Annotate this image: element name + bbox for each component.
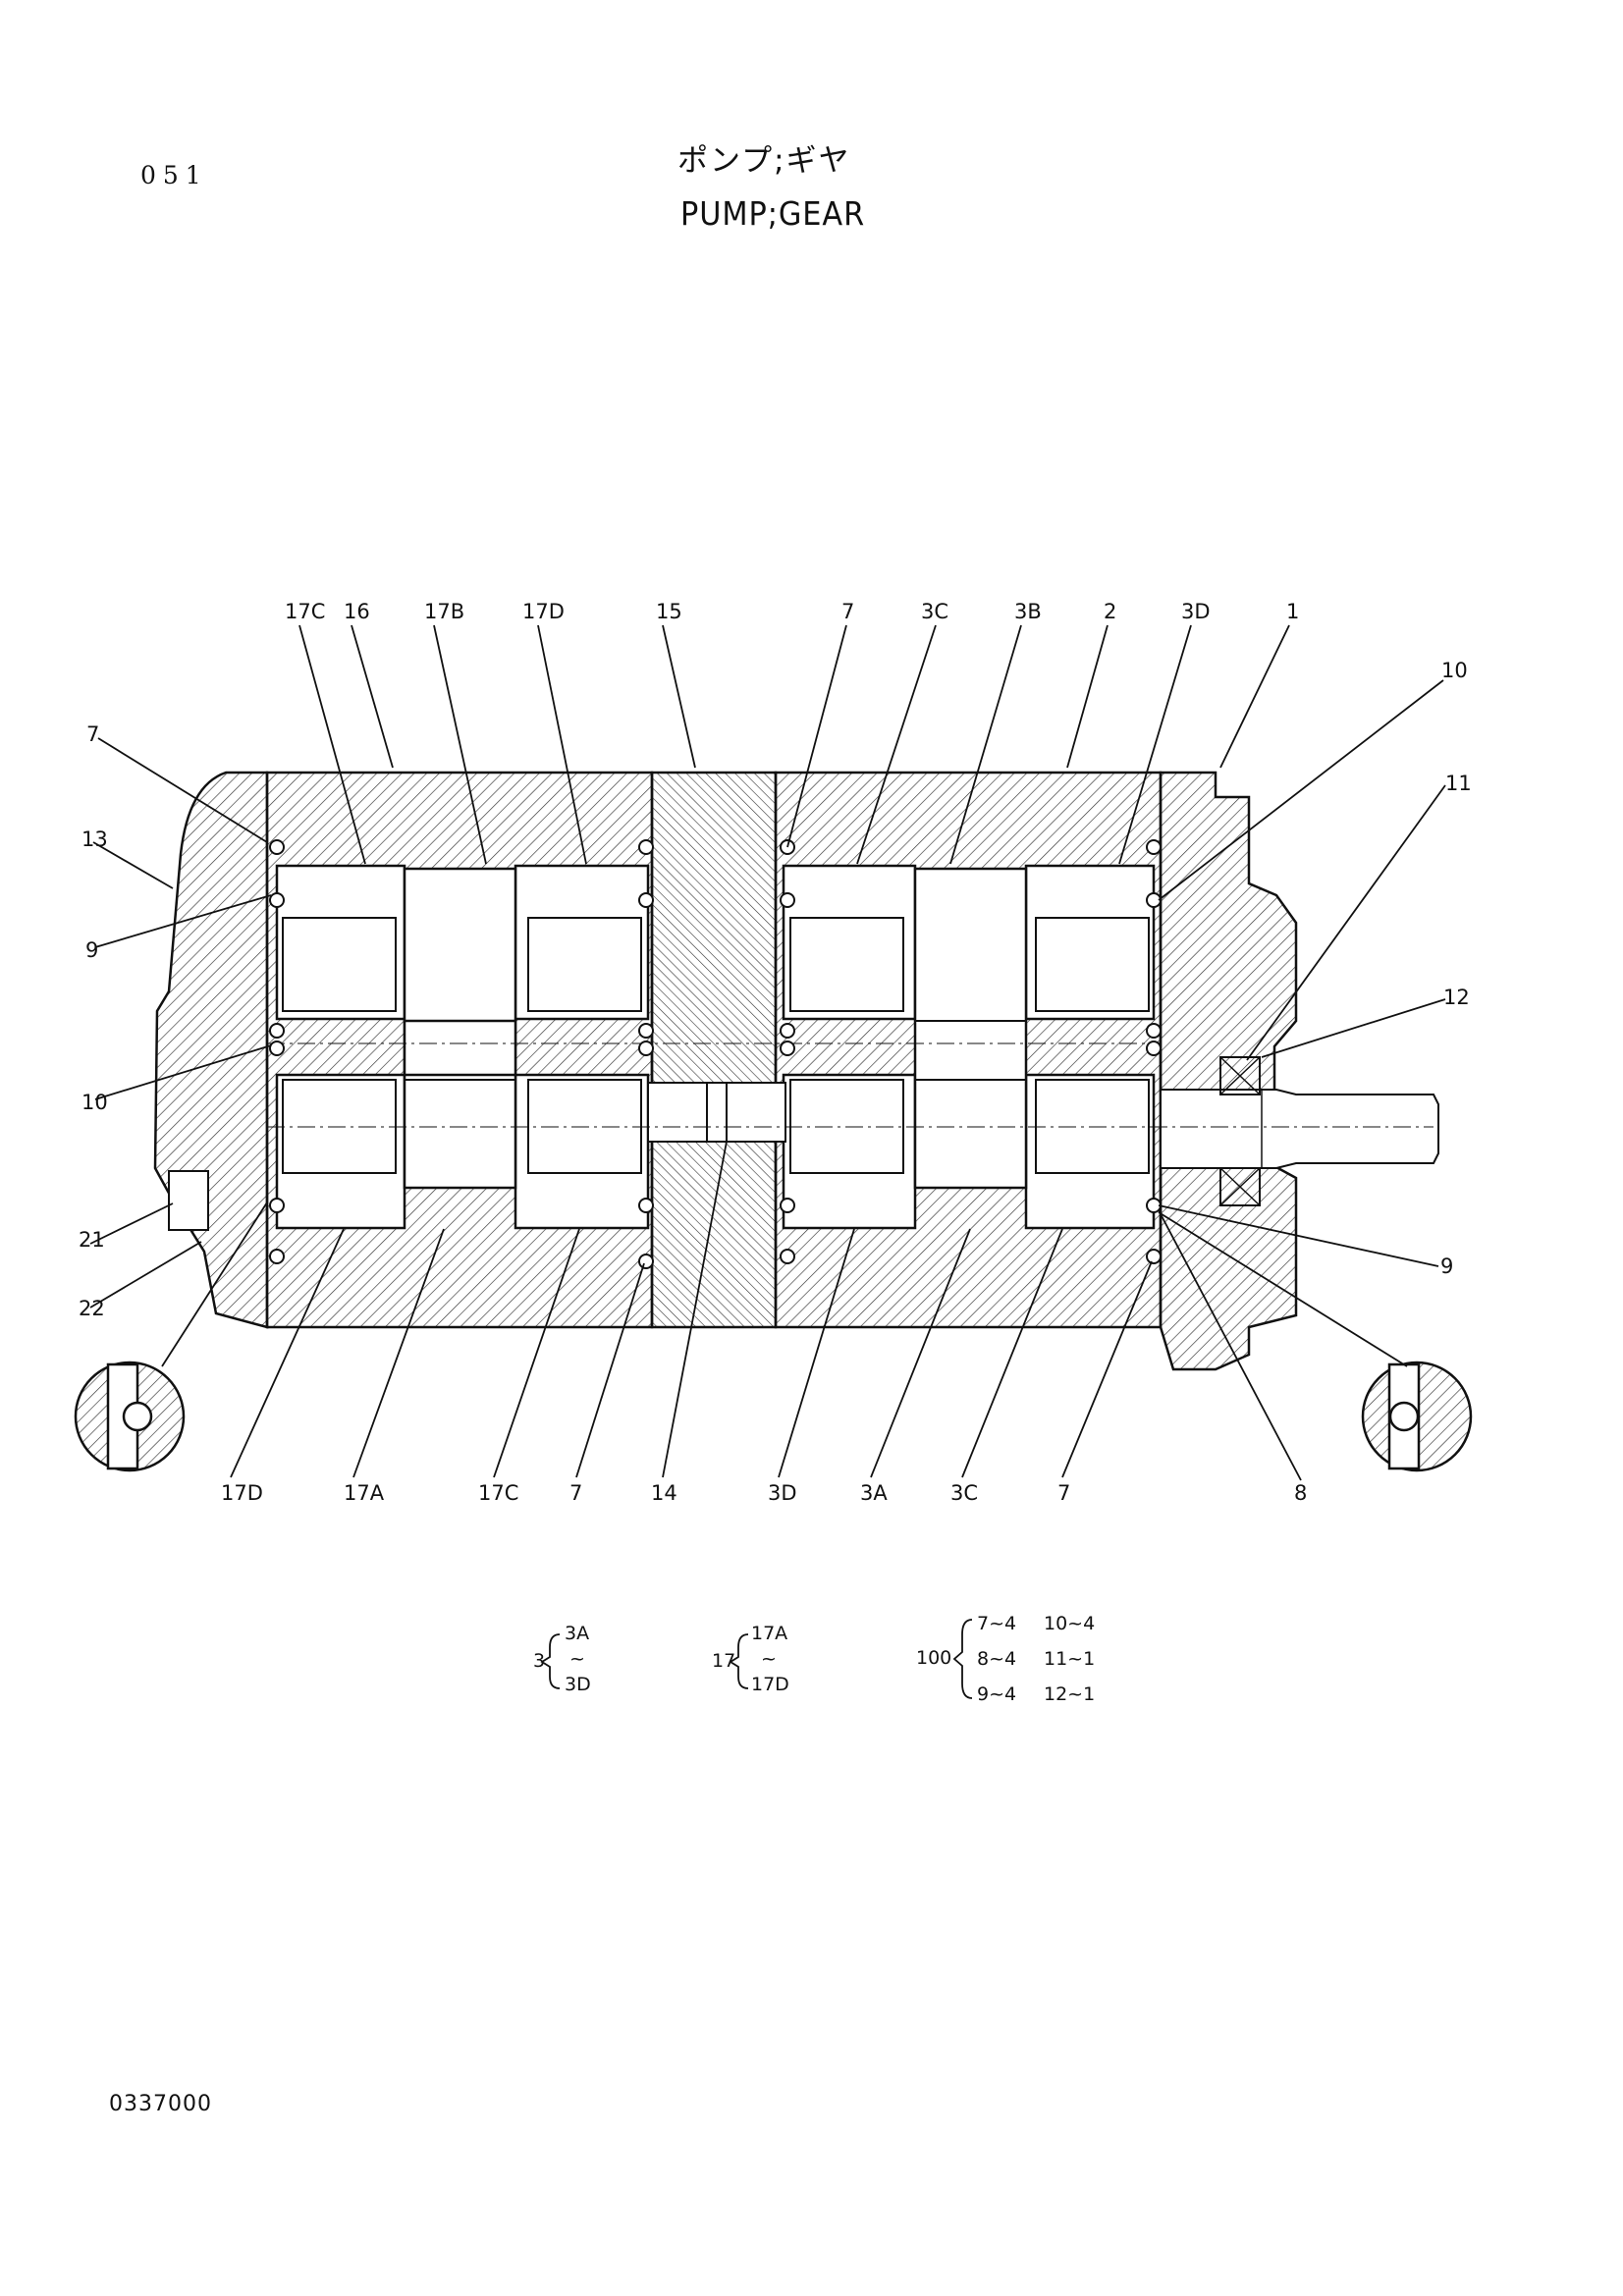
- callout-label: 3B: [1014, 600, 1042, 623]
- plug: [168, 1170, 209, 1231]
- callout-label: 11: [1445, 772, 1472, 795]
- legend-group-100: 100 7~4 10~4 8~4 11~1 9~4 12~1: [916, 1613, 1095, 1705]
- svg-text:~: ~: [761, 1648, 777, 1670]
- callout-label: 10: [1441, 659, 1468, 682]
- title-japanese: ポンプ;ギヤ: [677, 143, 851, 179]
- leader-lines: [89, 624, 1446, 1481]
- callout-label: 17B: [424, 600, 464, 623]
- callout-label: 15: [656, 600, 682, 623]
- callout-label: 17D: [522, 600, 565, 623]
- callout-label: 3D: [1181, 600, 1211, 623]
- svg-text:3A: 3A: [565, 1623, 589, 1644]
- pump-housing: [153, 771, 1439, 1371]
- callout-label: 3C: [921, 600, 948, 623]
- svg-text:17D: 17D: [751, 1674, 789, 1695]
- legend-group-3: 3 3A ~ 3D: [533, 1623, 591, 1695]
- callout-labels: 17C 16 17B 17D 15 7 3C 3B 2 3D 1 7 13 9 …: [79, 600, 1472, 1505]
- svg-text:17: 17: [712, 1650, 735, 1672]
- svg-text:7~4: 7~4: [977, 1613, 1016, 1634]
- callout-label: 3C: [950, 1481, 978, 1505]
- callout-label: 2: [1104, 600, 1116, 623]
- svg-text:9~4: 9~4: [977, 1683, 1016, 1705]
- svg-text:17A: 17A: [751, 1623, 787, 1644]
- callout-label: 21: [79, 1228, 105, 1252]
- rear-cover: [153, 771, 269, 1329]
- svg-text:100: 100: [916, 1647, 951, 1669]
- callout-label: 17C: [285, 600, 325, 623]
- callout-label: 7: [841, 600, 854, 623]
- callout-label: 17A: [344, 1481, 385, 1505]
- callout-label: 9: [85, 938, 98, 962]
- front-cover: [1159, 771, 1298, 1371]
- callout-label: 22: [79, 1297, 105, 1320]
- page-number: 051: [140, 161, 208, 189]
- callout-label: 8: [1294, 1481, 1307, 1505]
- callout-label: 7: [569, 1481, 582, 1505]
- callout-label: 17D: [221, 1481, 263, 1505]
- svg-text:8~4: 8~4: [977, 1648, 1016, 1670]
- svg-text:3: 3: [533, 1650, 545, 1672]
- callout-label: 1: [1286, 600, 1299, 623]
- callout-label: 7: [86, 722, 99, 746]
- callout-label: 17C: [478, 1481, 518, 1505]
- callout-label: 13: [81, 828, 108, 851]
- coupling-shaft: [647, 1082, 786, 1143]
- document-number: 0337000: [109, 2092, 212, 2116]
- callout-label: 7: [1057, 1481, 1070, 1505]
- callout-label: 16: [344, 600, 370, 623]
- svg-text:~: ~: [569, 1648, 585, 1670]
- title-english: PUMP;GEAR: [680, 194, 866, 233]
- callout-label: 3D: [768, 1481, 797, 1505]
- svg-text:3D: 3D: [565, 1674, 591, 1695]
- callout-label: 3A: [860, 1481, 888, 1505]
- drive-shaft: [1160, 1089, 1439, 1169]
- callout-label: 10: [81, 1091, 108, 1114]
- svg-text:11~1: 11~1: [1044, 1648, 1095, 1670]
- legend-group-17: 17 17A ~ 17D: [712, 1623, 789, 1695]
- svg-text:10~4: 10~4: [1044, 1613, 1095, 1634]
- callout-label: 9: [1440, 1255, 1453, 1278]
- svg-text:12~1: 12~1: [1044, 1683, 1095, 1705]
- center-plate: [650, 771, 778, 1329]
- detail-circle-left: [74, 1361, 186, 1472]
- detail-circle-right: [1361, 1361, 1473, 1472]
- o-rings: [269, 839, 1162, 1269]
- callout-label: 14: [651, 1481, 677, 1505]
- callout-label: 12: [1443, 986, 1470, 1009]
